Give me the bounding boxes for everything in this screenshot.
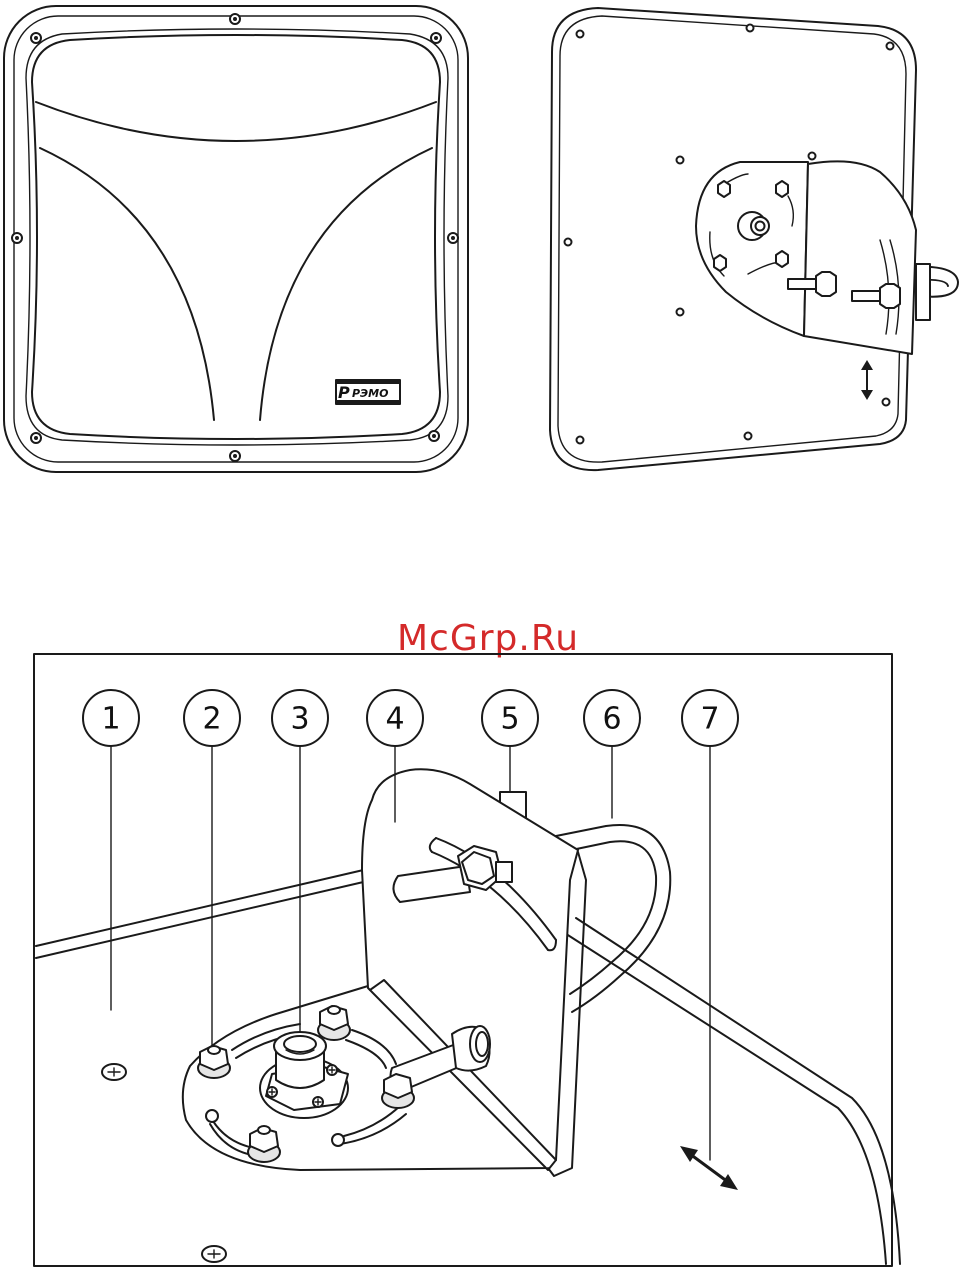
radome-outline [32,35,440,439]
double-arrow-icon [680,1146,738,1190]
rear-bracket-wing [804,161,916,354]
detail-view: 1 2 3 4 5 6 7 [34,654,900,1266]
radome-left-curve [40,148,214,420]
callout-number: 3 [290,702,309,737]
antenna-rear-view [550,8,958,470]
callout-7: 7 [682,690,738,746]
callout-number: 6 [602,702,621,737]
callout-5: 5 [482,690,538,746]
callout-3: 3 [272,690,328,746]
callout-2: 2 [184,690,240,746]
logo-icon: P РЭМО [336,380,400,404]
radome-top-curve [36,102,436,141]
callout-number: 1 [101,702,120,737]
watermark-text: McGrp.Ru [397,618,579,659]
callout-4: 4 [367,690,423,746]
callout-number: 4 [385,702,404,737]
double-arrow-icon [861,360,873,400]
callout-number: 7 [700,702,719,737]
rear-mounting-plate [696,162,808,336]
antenna-back-edge [36,868,372,946]
callout-6: 6 [584,690,640,746]
callout-number: 2 [202,702,221,737]
logo-text: РЭМО [352,387,388,400]
callout-number: 5 [500,702,519,737]
antenna-front-view: P РЭМО [4,6,468,472]
svg-text:P: P [338,383,350,402]
callout-1: 1 [83,690,139,746]
